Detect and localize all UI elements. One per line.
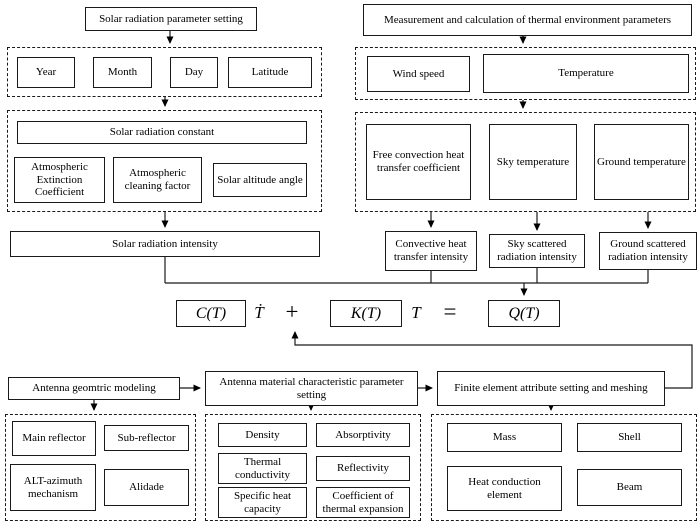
thermal-expansion-box: Coefficient of thermal expansion <box>316 487 410 518</box>
alt-azimuth-box: ALT-azimuth mechanism <box>10 464 96 511</box>
equation-q-box: Q(T) <box>488 300 560 327</box>
solar-constant-box: Solar radiation constant <box>17 121 307 144</box>
year-box: Year <box>17 57 75 88</box>
wind-speed-box: Wind speed <box>367 56 470 92</box>
main-reflector-box: Main reflector <box>12 421 96 456</box>
heat-conduction-element-box: Heat conduction element <box>447 466 562 511</box>
solar-factors-group <box>7 110 322 212</box>
material-items-group <box>205 414 421 521</box>
equation-c-box: C(T) <box>176 300 246 327</box>
solar-inputs-group <box>7 47 322 97</box>
alidade-box: Alidade <box>104 469 189 506</box>
atmospheric-extinction-box: Atmospheric Extinction Coefficient <box>14 157 105 203</box>
reflectivity-box: Reflectivity <box>316 456 410 481</box>
feedback-fem-to-equation <box>291 331 693 389</box>
solar-title-box: Solar radiation parameter setting <box>85 7 257 31</box>
fem-items-group <box>431 414 697 521</box>
mass-box: Mass <box>447 423 562 452</box>
equation-tdot: Ṫ <box>254 303 264 322</box>
equation-plus: + <box>285 299 299 324</box>
thermal-params-group <box>355 112 696 212</box>
sky-temperature-box: Sky temperature <box>489 124 577 200</box>
equation-equals: = <box>443 299 457 324</box>
thermal-title-box: Measurement and calculation of thermal e… <box>363 4 692 36</box>
shell-box: Shell <box>577 423 682 452</box>
sub-reflector-box: Sub-reflector <box>104 425 189 451</box>
day-box: Day <box>170 57 218 88</box>
equation-t: T <box>411 303 421 322</box>
geometry-title-box: Antenna geomtric modeling <box>8 377 180 400</box>
equation-k-box: K(T) <box>330 300 402 327</box>
beam-box: Beam <box>577 469 682 506</box>
material-title-box: Antenna material characteristic paramete… <box>205 371 418 406</box>
latitude-box: Latitude <box>228 57 312 88</box>
sky-scattered-box: Sky scattered radiation intensity <box>489 234 585 268</box>
ground-temperature-box: Ground temperature <box>594 124 689 200</box>
geometry-items-group <box>5 414 196 521</box>
collector-lines <box>164 257 649 284</box>
free-convection-box: Free convection heat transfer coefficien… <box>366 124 471 200</box>
thermal-conductivity-box: Thermal conductivity <box>218 453 307 484</box>
convective-intensity-box: Convective heat transfer intensity <box>385 231 477 271</box>
solar-altitude-box: Solar altitude angle <box>213 163 307 197</box>
thermal-inputs-group <box>355 47 696 100</box>
specific-heat-box: Specific heat capacity <box>218 487 307 518</box>
month-box: Month <box>93 57 152 88</box>
solar-intensity-box: Solar radiation intensity <box>10 231 320 257</box>
absorptivity-box: Absorptivity <box>316 423 410 447</box>
density-box: Density <box>218 423 307 447</box>
temperature-box: Temperature <box>483 54 689 93</box>
fem-title-box: Finite element attribute setting and mes… <box>437 371 665 406</box>
ground-scattered-box: Ground scattered radiation intensity <box>599 232 697 270</box>
atmospheric-cleaning-box: Atmospheric cleaning factor <box>113 157 202 203</box>
